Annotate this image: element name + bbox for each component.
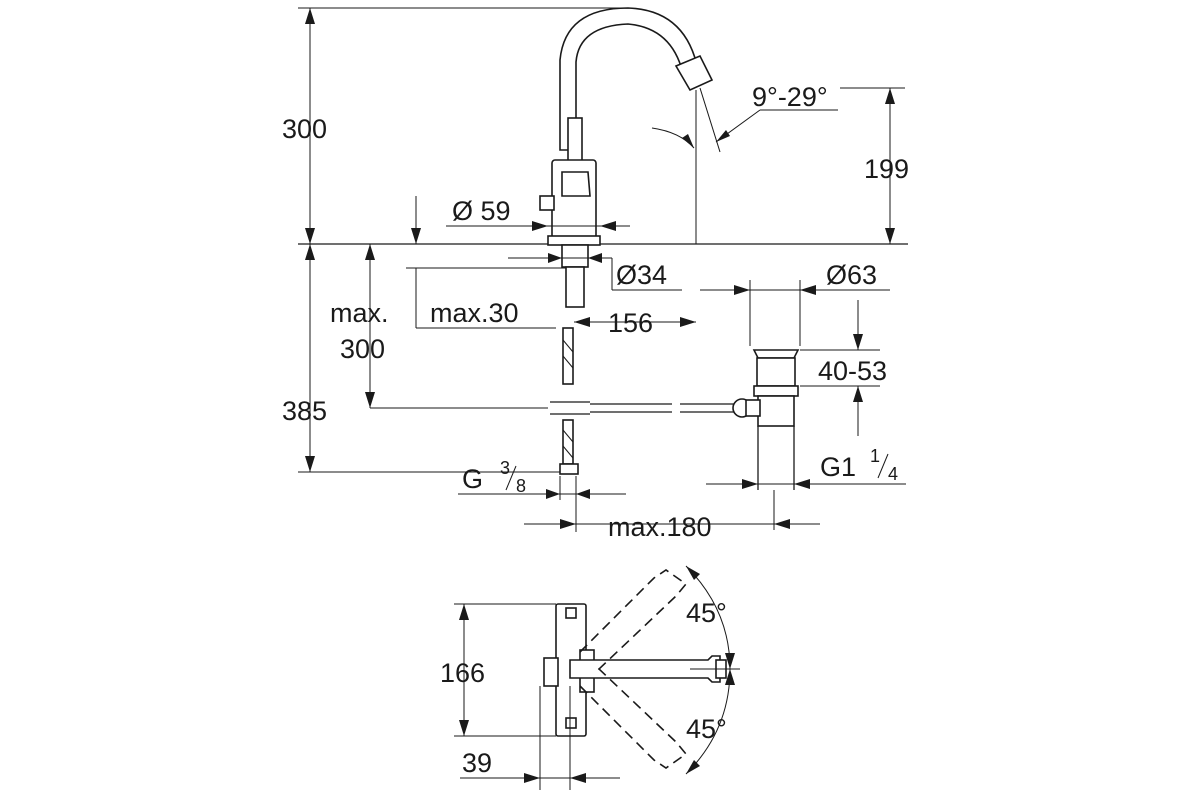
- dim-waste-thread-main: G1: [820, 452, 856, 482]
- dim-waste-range: 40-53: [818, 356, 887, 386]
- dim-top-angle-lower: 45°: [686, 714, 727, 744]
- dim-connection-sup: 3: [500, 458, 510, 478]
- side-view: 300 199 9°-29° Ø 59 Ø34 max. 30: [282, 7, 909, 542]
- dim-max-shank-value: 300: [340, 334, 385, 364]
- dim-max-thickness: max.30: [430, 298, 519, 328]
- dim-hole-diameter: Ø34: [616, 260, 667, 290]
- dim-connection-main: G: [462, 464, 483, 494]
- dim-projection: 156: [608, 308, 653, 338]
- top-view: 166 39 45° 45°: [440, 565, 740, 790]
- dim-overall-depth: 385: [282, 396, 327, 426]
- dim-connection-sub: 8: [516, 476, 526, 496]
- dim-top-length: 166: [440, 658, 485, 688]
- faucet-body: [539, 7, 714, 475]
- waste-assembly: [732, 349, 800, 530]
- dim-waste-diameter: Ø63: [826, 260, 877, 290]
- dim-max-shank-label: max.: [330, 298, 389, 328]
- dim-base-diameter: Ø 59: [452, 196, 511, 226]
- dim-max-distance: max.180: [608, 512, 712, 542]
- popup-rod: [550, 401, 740, 415]
- top-lever-rotated-positions: [579, 569, 688, 769]
- dim-top-offset: 39: [462, 748, 492, 778]
- dim-total-height: 300: [282, 114, 327, 144]
- dim-waste-thread-sub: 4: [888, 464, 898, 484]
- dim-spout-height: 199: [864, 154, 909, 184]
- dim-top-angle-upper: 45°: [686, 598, 727, 628]
- dim-spout-angle: 9°-29°: [752, 82, 828, 112]
- dim-waste-thread-sup: 1: [870, 446, 880, 466]
